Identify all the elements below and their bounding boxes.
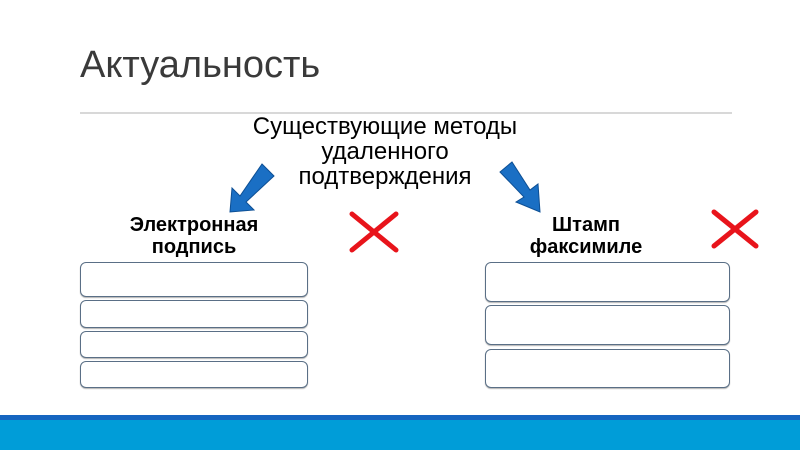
list-item (485, 305, 730, 345)
subtitle-line: Существующие методы (252, 113, 518, 140)
label-line: Штамп (552, 214, 620, 236)
left-method-label: Электронная подпись (94, 214, 294, 258)
list-item (485, 262, 730, 302)
cross-icon (349, 211, 399, 253)
cross-icon (711, 209, 759, 249)
subtitle-line: удаленного (321, 138, 449, 165)
label-line: факсимиле (529, 236, 643, 258)
list-item (485, 349, 730, 388)
list-item (80, 262, 308, 297)
list-item (80, 300, 308, 328)
right-method-label: Штамп факсимиле (486, 214, 686, 258)
subtitle: Существующие методы удаленного подтвержд… (200, 114, 570, 189)
list-item (80, 331, 308, 358)
list-item (80, 361, 308, 388)
slide-title: Актуальность (80, 44, 321, 86)
arrow-down-left-icon (229, 163, 275, 213)
subtitle-line: подтверждения (298, 163, 472, 190)
title-divider (80, 112, 732, 114)
footer-accent (0, 415, 800, 420)
label-line: подпись (151, 236, 237, 258)
label-line: Электронная (129, 214, 259, 236)
footer-bar (0, 420, 800, 450)
arrow-down-right-icon (499, 161, 541, 213)
